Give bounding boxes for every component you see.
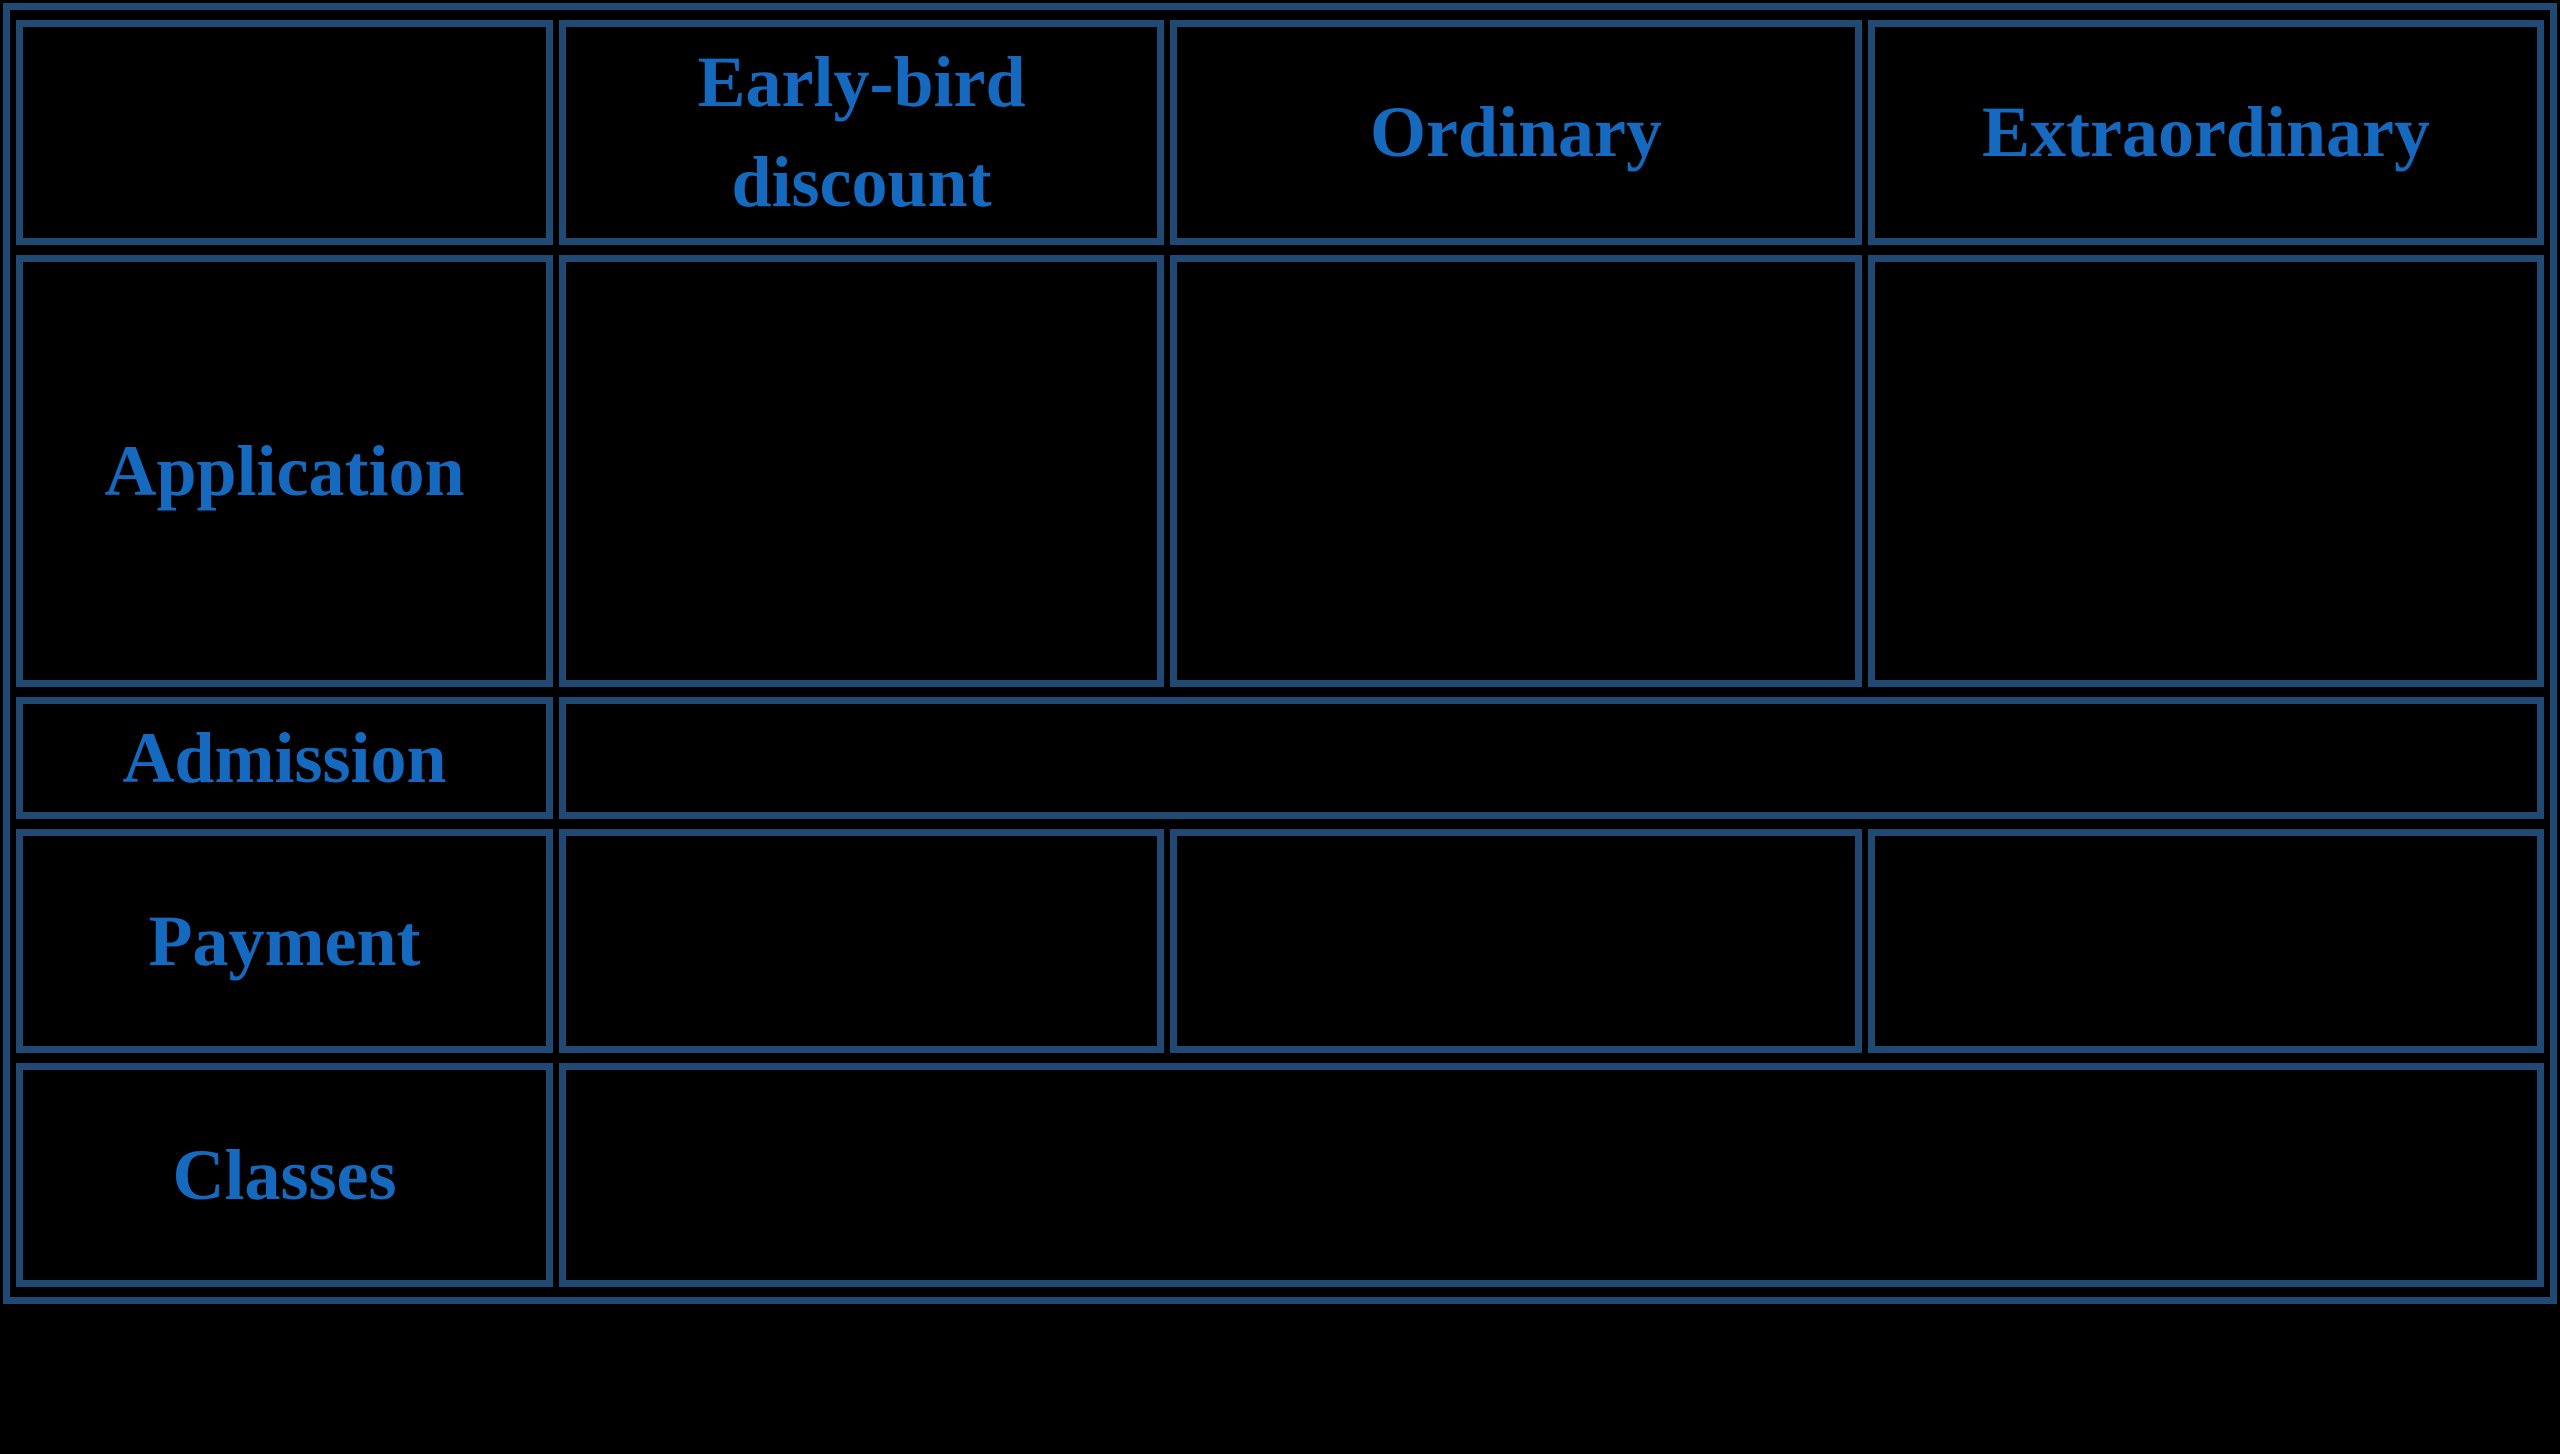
corner-cell bbox=[16, 20, 553, 245]
row-application: Application bbox=[16, 254, 2544, 688]
cell-payment-extraordinary bbox=[1868, 829, 2544, 1054]
cell-application-ordinary bbox=[1170, 254, 1862, 688]
column-header-extraordinary: Extraordinary bbox=[1868, 20, 2544, 245]
cell-application-early-bird bbox=[559, 254, 1164, 688]
cell-classes-merged bbox=[559, 1063, 2544, 1287]
row-admission: Admission bbox=[16, 697, 2544, 820]
row-header-classes: Classes bbox=[16, 1063, 553, 1287]
header-row: Early-bird discount Ordinary Extraordina… bbox=[16, 20, 2544, 245]
pricing-table-frame: Early-bird discount Ordinary Extraordina… bbox=[3, 3, 2557, 1304]
cell-application-extraordinary bbox=[1868, 254, 2544, 688]
row-header-application: Application bbox=[16, 254, 553, 688]
column-header-ordinary: Ordinary bbox=[1170, 20, 1862, 245]
pricing-table: Early-bird discount Ordinary Extraordina… bbox=[10, 10, 2550, 1297]
column-header-early-bird-discount: Early-bird discount bbox=[559, 20, 1164, 245]
row-header-admission: Admission bbox=[16, 697, 553, 820]
cell-payment-early-bird bbox=[559, 829, 1164, 1054]
row-header-payment: Payment bbox=[16, 829, 553, 1054]
row-classes: Classes bbox=[16, 1063, 2544, 1287]
cell-payment-ordinary bbox=[1170, 829, 1862, 1054]
cell-admission-merged bbox=[559, 697, 2544, 820]
row-payment: Payment bbox=[16, 829, 2544, 1054]
